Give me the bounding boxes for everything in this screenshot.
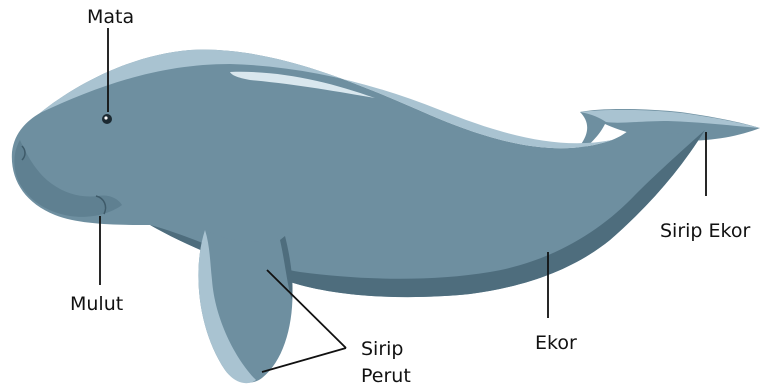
body: [12, 50, 705, 297]
label-sirip-perut-line-2: Perut: [361, 364, 411, 388]
label-sirip-perut-line-1: Sirip: [361, 337, 404, 361]
label-ekor: Ekor: [535, 331, 577, 355]
label-sirip-ekor: Sirip Ekor: [660, 219, 750, 243]
label-mulut: Mulut: [70, 292, 123, 316]
eye-glint: [104, 116, 107, 119]
label-mata: Mata: [87, 5, 134, 29]
